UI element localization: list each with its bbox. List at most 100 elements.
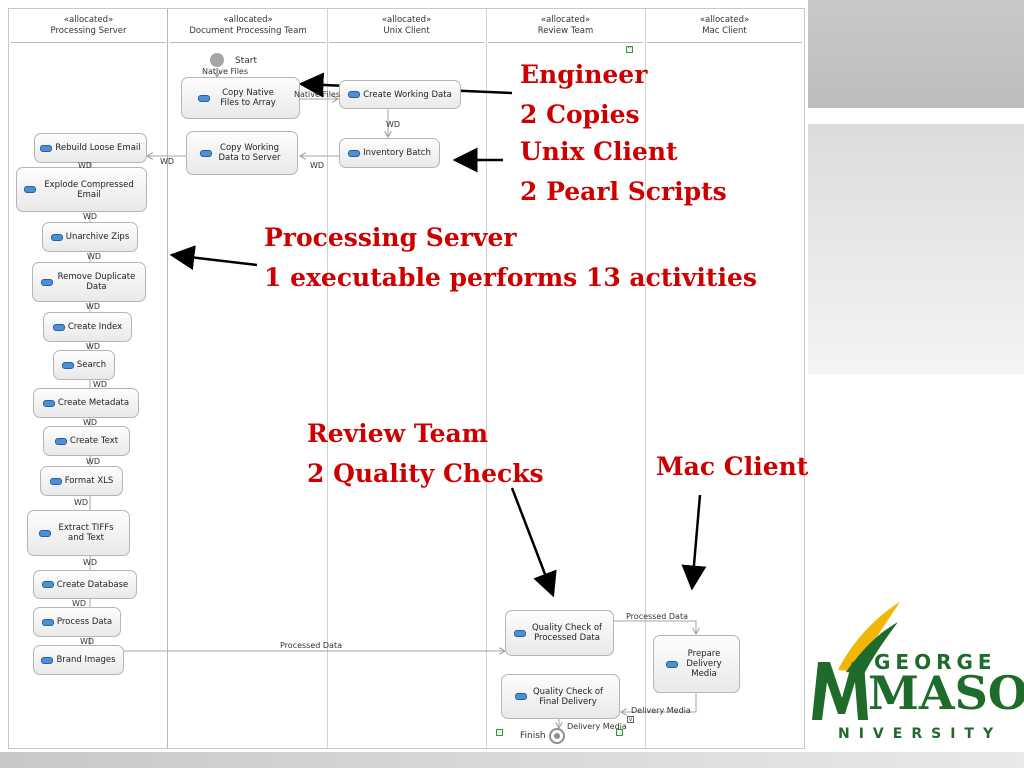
callout-engineer: Engineer 2 Copies xyxy=(520,60,648,129)
activity-create-index[interactable]: Create Index xyxy=(43,312,132,342)
action-icon xyxy=(40,144,53,152)
lane-name: Document Processing Team xyxy=(189,26,307,36)
action-icon xyxy=(50,233,63,241)
action-icon xyxy=(198,94,210,102)
callout-processing-server: Processing Server 1 executable performs … xyxy=(264,223,757,292)
flow-label: WD xyxy=(80,637,95,646)
activity-quality-check-processed[interactable]: Quality Check of Processed Data xyxy=(505,610,614,656)
callout-unix-client: Unix Client 2 Pearl Scripts xyxy=(520,137,727,206)
lane-header-processing-server: «allocated» Processing Server xyxy=(11,9,166,43)
activity-extract-tiffs[interactable]: Extract TIFFs and Text xyxy=(27,510,130,556)
lane-separator xyxy=(486,9,487,748)
action-icon xyxy=(41,618,54,626)
action-icon xyxy=(514,629,526,637)
logo-graphic xyxy=(812,602,900,720)
action-icon xyxy=(348,149,361,157)
finish-node xyxy=(549,728,565,744)
flow-label: Processed Data xyxy=(280,641,342,650)
activity-prepare-delivery-media[interactable]: Prepare Delivery Media xyxy=(653,635,740,693)
flow-label: Delivery Media xyxy=(567,722,627,731)
activity-create-working-data[interactable]: Create Working Data xyxy=(339,80,461,109)
action-icon xyxy=(49,477,62,485)
action-icon xyxy=(40,278,53,286)
activity-inventory-batch[interactable]: Inventory Batch xyxy=(339,138,440,168)
flow-label: WD xyxy=(83,558,98,567)
flow-label: WD xyxy=(310,161,325,170)
lane-stereotype: «allocated» xyxy=(63,15,114,25)
flow-label: Native Files xyxy=(202,67,248,76)
activity-create-database[interactable]: Create Database xyxy=(33,570,137,599)
finish-label: Finish xyxy=(520,731,546,741)
start-node xyxy=(210,53,224,67)
action-icon xyxy=(39,529,51,537)
action-icon xyxy=(348,91,361,98)
decorative-band-top xyxy=(808,0,1024,108)
activity-remove-duplicate-data[interactable]: Remove Duplicate Data xyxy=(32,262,146,302)
action-icon xyxy=(42,399,55,407)
lane-stereotype: «allocated» xyxy=(540,15,591,25)
lane-header-review-team: «allocated» Review Team xyxy=(488,9,643,43)
flow-label: Processed Data xyxy=(626,612,688,621)
activity-search[interactable]: Search xyxy=(53,350,115,380)
flow-label: WD xyxy=(160,157,175,166)
lane-header-unix-client: «allocated» Unix Client xyxy=(329,9,484,43)
lane-stereotype: «allocated» xyxy=(381,15,432,25)
lane-stereotype: «allocated» xyxy=(699,15,750,25)
lane-name: Mac Client xyxy=(702,26,747,36)
decorative-band-middle xyxy=(808,124,1024,374)
activity-quality-check-final[interactable]: Quality Check of Final Delivery xyxy=(501,674,620,719)
flow-label: Native Files xyxy=(294,90,340,99)
activity-unarchive-zips[interactable]: Unarchive Zips xyxy=(42,222,138,252)
flow-label: WD xyxy=(86,457,101,466)
action-icon xyxy=(41,581,54,588)
flow-label: WD xyxy=(78,161,93,170)
lane-separator xyxy=(327,9,328,748)
chevron-down-icon[interactable]: v xyxy=(627,716,634,723)
flow-label: WD xyxy=(83,212,98,221)
lane-header-document-processing-team: «allocated» Document Processing Team xyxy=(170,9,326,43)
action-icon xyxy=(61,361,74,369)
action-icon xyxy=(54,437,67,445)
lane-name: Unix Client xyxy=(383,26,430,36)
action-icon xyxy=(515,693,527,700)
activity-explode-compressed-email[interactable]: Explode Compressed Email xyxy=(16,167,147,212)
action-icon xyxy=(199,149,212,157)
activity-copy-working-data[interactable]: Copy Working Data to Server xyxy=(186,131,298,175)
page-icon[interactable] xyxy=(616,729,623,736)
flow-label: WD xyxy=(74,498,89,507)
activity-copy-native-files[interactable]: Copy Native Files to Array xyxy=(181,77,300,119)
flow-label: WD xyxy=(87,252,102,261)
activity-brand-images[interactable]: Brand Images xyxy=(33,645,124,675)
logo-text-george: GEORGE xyxy=(874,650,997,674)
activity-process-data[interactable]: Process Data xyxy=(33,607,121,637)
action-icon xyxy=(41,656,54,664)
activity-rebuild-loose-email[interactable]: Rebuild Loose Email xyxy=(34,133,147,163)
lane-separator xyxy=(645,9,646,748)
lane-stereotype: «allocated» xyxy=(223,15,273,25)
flow-label: WD xyxy=(83,418,98,427)
decorative-bottom-bar xyxy=(0,752,1024,768)
action-icon xyxy=(24,186,36,193)
start-label: Start xyxy=(235,56,257,66)
lane-name: Review Team xyxy=(537,26,594,36)
activity-format-xls[interactable]: Format XLS xyxy=(40,466,123,496)
activity-create-text[interactable]: Create Text xyxy=(43,426,130,456)
flow-label: Delivery Media xyxy=(631,706,691,715)
logo-text-university: NIVERSITY xyxy=(838,726,1003,742)
expand-icon[interactable]: ^ xyxy=(626,46,633,53)
flow-label: WD xyxy=(93,380,108,389)
flow-label: WD xyxy=(86,302,101,311)
lane-name: Processing Server xyxy=(50,26,127,36)
activity-create-metadata[interactable]: Create Metadata xyxy=(33,388,139,418)
flow-label: WD xyxy=(72,599,87,608)
flow-label: WD xyxy=(86,342,101,351)
action-icon xyxy=(52,323,65,331)
lane-header-mac-client: «allocated» Mac Client xyxy=(647,9,802,43)
page-icon[interactable] xyxy=(496,729,503,736)
lane-separator xyxy=(167,9,168,748)
action-icon xyxy=(666,660,678,668)
callout-review-team: Review Team 2 Quality Checks xyxy=(307,419,544,488)
callout-mac-client: Mac Client xyxy=(656,452,809,481)
